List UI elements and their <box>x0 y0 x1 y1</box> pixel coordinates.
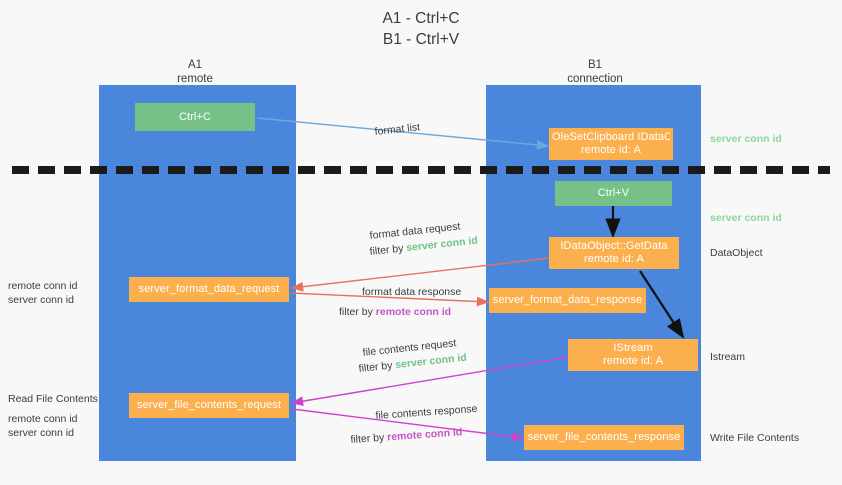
remote-conn-id-token: remote conn id <box>375 306 452 318</box>
remote-conn-id-token: remote conn id <box>386 426 463 444</box>
node-server-file-contents-request-label: server_file_contents_request <box>136 399 282 411</box>
node-ctrl-v-label: Ctrl+V <box>597 187 630 199</box>
node-server-format-data-response-label: server_format_data_response <box>492 294 643 306</box>
annotation-format-list-text: format list <box>374 121 421 138</box>
node-server-file-contents-response-label: server_file_contents_response <box>527 431 681 443</box>
node-getdata-sub: remote id: A <box>584 253 644 265</box>
right-label-istream-text: Istream <box>710 351 746 363</box>
left-label-remote-conn-id-1: remote conn id <box>8 280 78 292</box>
title-line-1: A1 - Ctrl+C <box>382 10 460 27</box>
right-label-data-object: DataObject <box>710 246 763 260</box>
column-header-b1: B1 connection <box>495 58 695 86</box>
node-ole-dataobject-sub: remote id: A <box>581 144 641 156</box>
node-ctrl-v[interactable]: Ctrl+V <box>555 181 672 206</box>
node-server-format-data-request[interactable]: server_format_data_request <box>129 277 289 302</box>
phase-divider <box>12 166 830 174</box>
annotation-file-contents-response-text: file contents response <box>375 402 478 422</box>
node-istream[interactable]: IStream remote id: A <box>568 339 698 371</box>
node-ole-dataobject-label: OleSetClipboard IDataObject <box>552 131 670 143</box>
right-label-server-conn-id-top: server conn id <box>710 132 782 146</box>
filter-by-label: filter by <box>369 242 407 258</box>
column-header-a1-sub: remote <box>177 73 213 85</box>
right-label-server-conn-id-mid: server conn id <box>710 211 782 225</box>
annotation-format-data-response: format data response <box>362 285 461 299</box>
right-label-istream: Istream <box>710 350 745 364</box>
node-ctrl-c[interactable]: Ctrl+C <box>135 103 255 131</box>
node-ctrl-c-label: Ctrl+C <box>178 110 212 123</box>
node-istream-label: IStream <box>613 342 653 354</box>
node-idataobject-getdata[interactable]: IDataObject::GetData remote id: A <box>549 237 679 269</box>
page-title: A1 - Ctrl+C B1 - Ctrl+V <box>0 8 842 50</box>
filter-by-label: filter by <box>358 359 396 375</box>
node-server-format-data-response[interactable]: server_format_data_response <box>489 288 646 313</box>
title-line-2: B1 - Ctrl+V <box>382 31 460 48</box>
left-label-server-conn-id-2: server conn id <box>8 427 74 439</box>
annotation-format-data-response-filter: filter by remote conn id <box>339 305 451 319</box>
filter-by-label: filter by <box>339 306 376 318</box>
annotation-file-contents-response-filter: filter by remote conn id <box>350 425 463 447</box>
annotation-file-contents-response: file contents response <box>375 402 478 423</box>
right-label-data-object-text: DataObject <box>710 247 763 259</box>
column-header-a1-name: A1 <box>187 59 203 71</box>
left-label-conn-ids-top: remote conn id server conn id <box>8 279 77 307</box>
node-server-file-contents-request[interactable]: server_file_contents_request <box>129 393 289 418</box>
column-header-b1-sub: connection <box>567 73 623 85</box>
node-server-file-contents-response[interactable]: server_file_contents_response <box>524 425 684 450</box>
annotation-format-list: format list <box>374 120 421 139</box>
left-label-remote-conn-id-2: remote conn id <box>8 413 78 425</box>
column-header-b1-name: B1 <box>587 59 603 71</box>
right-label-write-file-contents: Write File Contents <box>710 431 799 445</box>
column-header-a1: A1 remote <box>95 58 295 86</box>
left-label-server-conn-id-1: server conn id <box>8 294 74 306</box>
annotation-format-data-response-text: format data response <box>362 286 462 298</box>
node-istream-sub: remote id: A <box>603 355 663 367</box>
node-server-format-data-request-label: server_format_data_request <box>138 283 280 295</box>
left-label-read-file-contents-text: Read File Contents <box>8 393 98 405</box>
left-label-conn-ids-bottom: remote conn id server conn id <box>8 412 77 440</box>
node-ole-set-clipboard-idataobject[interactable]: OleSetClipboard IDataObject remote id: A <box>549 128 673 160</box>
node-getdata-label: IDataObject::GetData <box>560 240 668 252</box>
right-label-write-file-contents-text: Write File Contents <box>710 432 800 444</box>
filter-by-label: filter by <box>350 431 388 446</box>
left-label-read-file-contents: Read File Contents <box>8 392 98 406</box>
right-label-server-conn-id-top-text: server conn id <box>710 133 782 145</box>
right-label-server-conn-id-mid-text: server conn id <box>710 212 782 224</box>
